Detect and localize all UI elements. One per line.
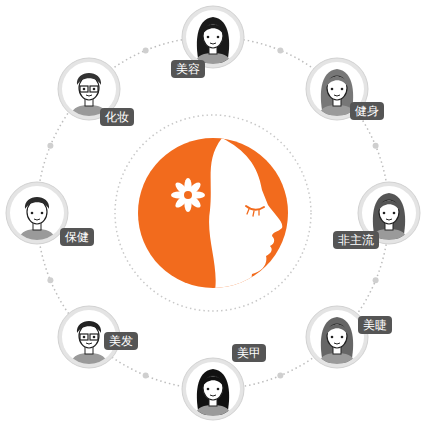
category-label: 美甲 — [232, 344, 266, 362]
mouth — [210, 43, 216, 44]
mouth — [334, 343, 340, 344]
fringe — [202, 25, 224, 36]
fringe — [378, 201, 400, 212]
avatar-node: 保健 — [5, 181, 69, 245]
eye — [331, 336, 334, 339]
eye — [207, 36, 210, 39]
glasses — [80, 334, 88, 340]
category-label: 非主流 — [333, 231, 379, 249]
glasses — [90, 334, 98, 340]
avatar-figure — [69, 321, 109, 369]
avatar-frame — [182, 6, 244, 68]
glasses — [90, 86, 98, 92]
avatar-portrait — [181, 357, 245, 421]
eye — [82, 336, 85, 339]
mouth — [386, 219, 392, 220]
eye — [217, 36, 220, 39]
inner-ring — [115, 115, 311, 311]
avatar-portrait — [305, 305, 369, 369]
avatar-figure — [17, 197, 57, 245]
flower — [171, 178, 205, 212]
profile-group — [209, 138, 282, 300]
category-label: 美睫 — [358, 316, 392, 334]
eye — [341, 336, 344, 339]
shoulders — [193, 405, 233, 421]
ring-dot — [373, 277, 379, 283]
eye — [31, 212, 34, 215]
fringe — [76, 321, 100, 333]
avatar-figure — [193, 369, 233, 421]
category-label: 化妆 — [100, 108, 134, 126]
eye — [92, 87, 95, 90]
shoulders — [17, 229, 57, 245]
eye — [217, 388, 220, 391]
fringe — [202, 377, 224, 388]
ring-dot — [143, 47, 149, 53]
eye — [383, 212, 386, 215]
avatar-node: 美容 — [181, 5, 245, 69]
category-label: 健身 — [350, 102, 384, 120]
eye — [207, 388, 210, 391]
flower-center — [184, 191, 192, 199]
avatar-node: 美睫 — [305, 305, 369, 369]
ring-dot — [373, 143, 379, 149]
fringe — [25, 197, 49, 209]
mouth — [86, 343, 92, 344]
eyelashes — [247, 209, 259, 216]
shoulders — [317, 353, 357, 369]
eye — [331, 87, 334, 90]
category-label: 美容 — [171, 60, 205, 78]
avatar-node: 化妆 — [57, 57, 121, 121]
category-label: 美发 — [104, 332, 138, 350]
avatar-figure — [317, 317, 357, 369]
face-profile — [209, 138, 282, 300]
mouth — [34, 219, 40, 220]
ring-dot — [143, 373, 149, 379]
eye — [341, 87, 344, 90]
avatar-node: 美甲 — [181, 357, 245, 421]
eye — [393, 212, 396, 215]
ring-dot — [47, 143, 53, 149]
shoulders — [69, 353, 109, 369]
eye — [82, 87, 85, 90]
avatar-node: 非主流 — [357, 181, 421, 245]
avatar-frame — [182, 358, 244, 420]
avatar-node: 健身 — [305, 57, 369, 121]
avatar-node: 美发 — [57, 305, 121, 369]
avatar-frame — [6, 182, 68, 244]
ring-dots — [47, 47, 378, 378]
outer-ring — [37, 37, 389, 389]
mouth — [210, 395, 216, 396]
ring-dot — [277, 373, 283, 379]
ring-dot — [47, 277, 53, 283]
eye — [92, 336, 95, 339]
fringe — [326, 325, 348, 336]
mouth — [334, 95, 340, 96]
glasses — [80, 86, 88, 92]
mouth — [86, 95, 92, 96]
fringe — [76, 73, 100, 85]
category-label: 保健 — [60, 228, 94, 246]
fringe — [326, 76, 348, 87]
eye — [41, 212, 44, 215]
ring-dot — [277, 47, 283, 53]
